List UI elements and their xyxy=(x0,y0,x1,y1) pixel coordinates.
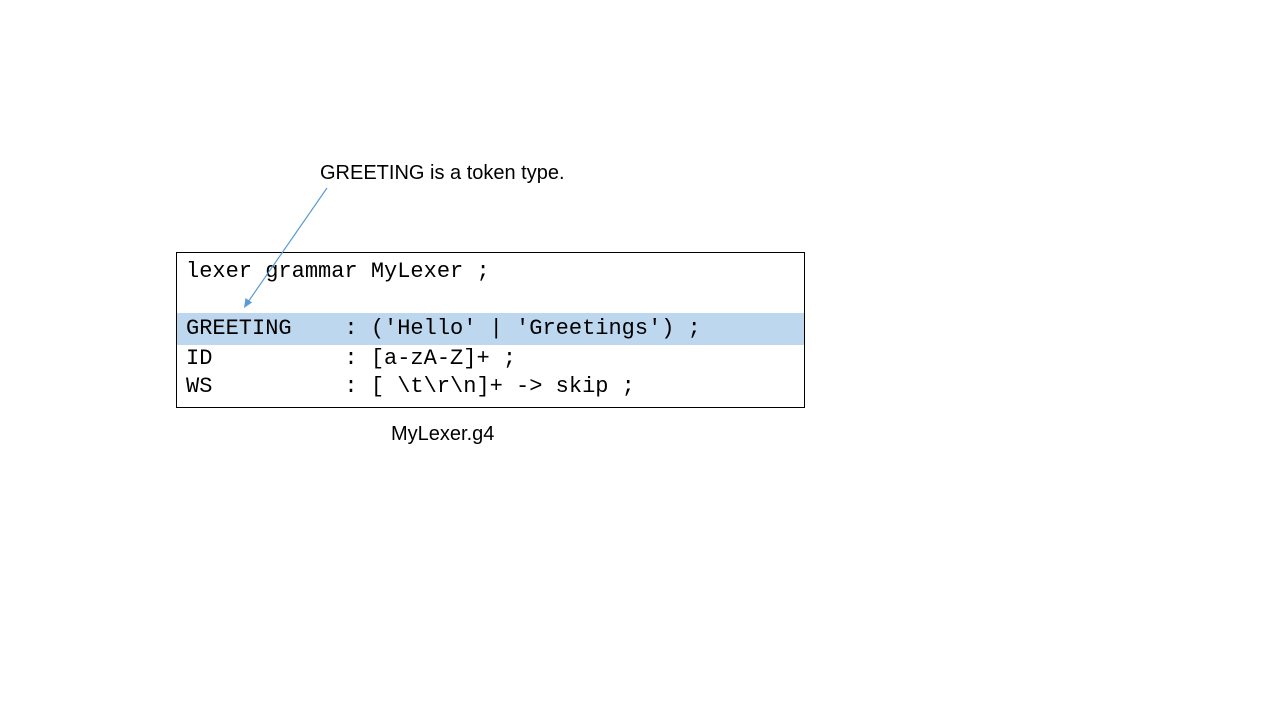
code-line-blank xyxy=(177,284,804,316)
annotation-label: GREETING is a token type. xyxy=(320,162,565,184)
code-line-greeting-rule: GREETING : ('Hello' | 'Greetings') ; xyxy=(177,313,804,345)
grammar-code-box: lexer grammar MyLexer ; GREETING : ('Hel… xyxy=(176,252,805,408)
file-name-caption: MyLexer.g4 xyxy=(391,423,495,445)
code-line-id-rule: ID : [a-zA-Z]+ ; xyxy=(186,346,517,371)
code-line-ws-rule: WS : [ \t\r\n]+ -> skip ; xyxy=(186,374,635,399)
